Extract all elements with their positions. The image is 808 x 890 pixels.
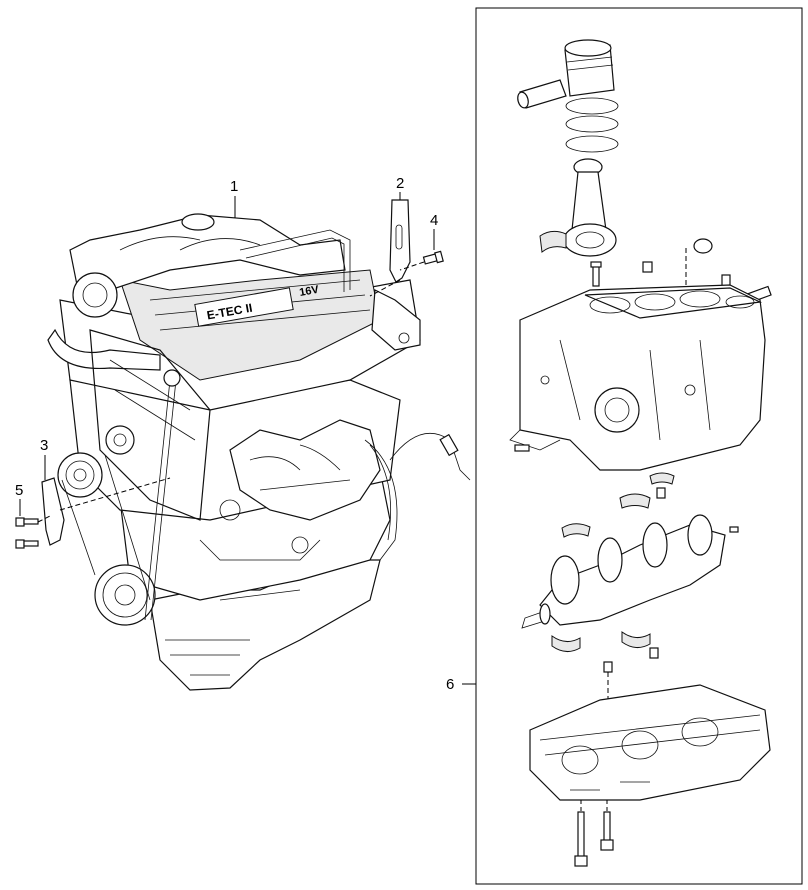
callout-4-label: 4	[430, 212, 438, 229]
crank-key	[729, 526, 739, 533]
block-drain-bolt	[514, 444, 530, 452]
bedplate-bolt-small-1	[603, 661, 613, 673]
piston-ring-3	[565, 135, 619, 153]
callout-6-label: 6	[446, 676, 454, 693]
rear-bracket	[41, 477, 65, 546]
crankshaft	[521, 514, 726, 629]
main-bearing-upper	[619, 493, 651, 509]
bedplate-bolt-long-2	[600, 811, 614, 851]
engine-badge	[194, 287, 294, 327]
piston-ring-2	[565, 115, 619, 133]
bracket-2-dash	[369, 279, 401, 297]
crank-bearing-left	[561, 523, 591, 538]
rod-bolt	[590, 261, 602, 287]
piston	[564, 39, 615, 97]
bracket-bolt	[422, 250, 444, 265]
bolt-5-dash	[37, 515, 51, 523]
bolt-4-dash	[399, 261, 425, 271]
bracket-3-dash	[59, 477, 171, 511]
callout-2-label: 2	[396, 175, 404, 192]
bedplate-bolt-small-2	[649, 647, 659, 659]
crank-pulley	[94, 564, 156, 626]
short-block-frame	[475, 7, 803, 885]
lifting-bracket	[389, 199, 411, 283]
callout-1-label: 1	[230, 178, 238, 195]
main-bearing-lower-1	[551, 635, 581, 652]
block-seal	[693, 238, 713, 254]
rear-bracket-bolts	[15, 517, 39, 549]
piston-ring-1	[565, 97, 619, 115]
callout-3-label: 3	[40, 437, 48, 454]
main-bearing-lower-2	[621, 631, 651, 648]
block-plug-1	[642, 261, 653, 273]
cylinder-block	[509, 284, 766, 471]
piston-pin	[517, 79, 567, 109]
bedplate	[529, 684, 771, 801]
thrust-bearing	[649, 472, 675, 485]
bearing-bolt	[656, 487, 666, 499]
engine-assembly: E-TEC II 16V	[47, 213, 471, 691]
bedplate-bolt-long-1	[574, 811, 588, 867]
rod-bearing	[539, 230, 567, 253]
engine-badge-16v: 16V	[298, 284, 320, 299]
connecting-rod	[563, 158, 617, 257]
callout-5-label: 5	[15, 482, 23, 499]
alternator-pulley	[57, 452, 103, 498]
